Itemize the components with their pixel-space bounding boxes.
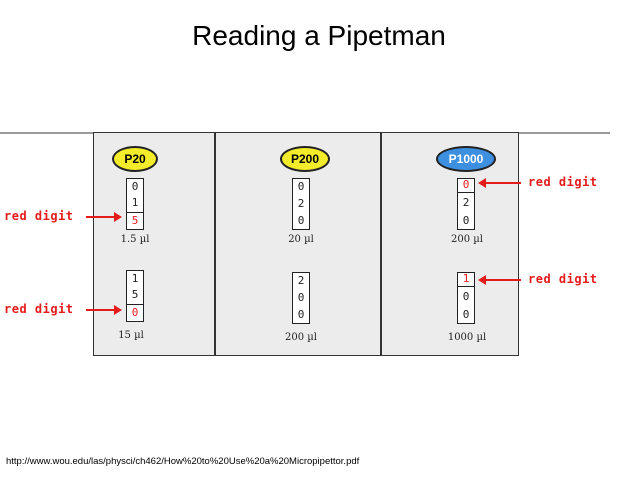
arrow-p20-bottom-head	[114, 305, 122, 315]
arrow-p20-bottom	[86, 309, 116, 311]
p200-dial-2-digit-3: 0	[297, 308, 305, 321]
p1000-dial-2-digit-2: 0	[462, 290, 470, 303]
p1000-dial-2-digit-3: 0	[462, 308, 470, 321]
p1000-dial-1-digit-3: 0	[462, 214, 470, 227]
red-digit-callout-p1000-bottom: red digit	[528, 272, 598, 286]
p20-volume-1: 1.5 µl	[120, 234, 150, 245]
p1000-dial-1: 0 2 0	[457, 178, 475, 230]
p20-dial-1: 0 1 5	[126, 178, 144, 230]
p20-volume-2: 15 µl	[118, 330, 144, 341]
p1000-dial-1-digit-1: 0	[462, 178, 470, 191]
column-divider-2	[380, 132, 382, 356]
red-digit-callout-p1000-top: red digit	[528, 175, 598, 189]
slide-title: Reading a Pipetman	[192, 20, 446, 51]
p20-dial-1-digit-3: 5	[131, 214, 139, 227]
red-digit-callout-p20-top: red digit	[4, 209, 74, 223]
p1000-badge: P1000	[436, 146, 496, 172]
p1000-dial-2: 1 0 0	[457, 272, 475, 324]
p200-dial-2-digit-2: 0	[297, 291, 305, 304]
p1000-volume-2: 1000 µl	[447, 332, 487, 343]
p20-badge: P20	[112, 146, 158, 172]
p1000-dial-2-digit-1: 1	[462, 272, 470, 285]
p20-dial-1-digit-1: 0	[131, 180, 139, 193]
arrow-p20-top-head	[114, 212, 122, 222]
column-divider-1	[214, 132, 216, 356]
arrow-p1000-top-head	[478, 178, 486, 188]
p20-dial-2-digit-3: 0	[131, 306, 139, 319]
arrow-p1000-bottom	[485, 279, 521, 281]
p20-dial-2-digit-1: 1	[131, 272, 139, 285]
p200-dial-1-digit-2: 2	[297, 197, 305, 210]
red-digit-callout-p20-bottom: red digit	[4, 302, 74, 316]
p200-badge: P200	[280, 146, 330, 172]
p200-volume-1: 20 µl	[288, 234, 314, 245]
p1000-volume-1: 200 µl	[451, 234, 483, 245]
p20-dial-2: 1 5 0	[126, 270, 144, 322]
p200-dial-1-digit-3: 0	[297, 214, 305, 227]
arrow-p1000-bottom-head	[478, 275, 486, 285]
p200-dial-2-digit-1: 2	[297, 274, 305, 287]
p200-dial-2: 2 0 0	[292, 272, 310, 324]
p200-dial-1-digit-1: 0	[297, 180, 305, 193]
p20-dial-1-digit-2: 1	[131, 196, 139, 209]
arrow-p20-top	[86, 216, 116, 218]
source-url[interactable]: http://www.wou.edu/las/physci/ch462/How%…	[6, 456, 360, 467]
pipetman-figure: P20 0 1 5 1.5 µl 1 5 0 15 µl P200 0 2 0 …	[0, 132, 610, 356]
arrow-p1000-top	[485, 182, 521, 184]
p20-dial-2-digit-2: 5	[131, 288, 139, 301]
p200-dial-1: 0 2 0	[292, 178, 310, 230]
p1000-dial-1-digit-2: 2	[462, 196, 470, 209]
p200-volume-2: 200 µl	[285, 332, 317, 343]
